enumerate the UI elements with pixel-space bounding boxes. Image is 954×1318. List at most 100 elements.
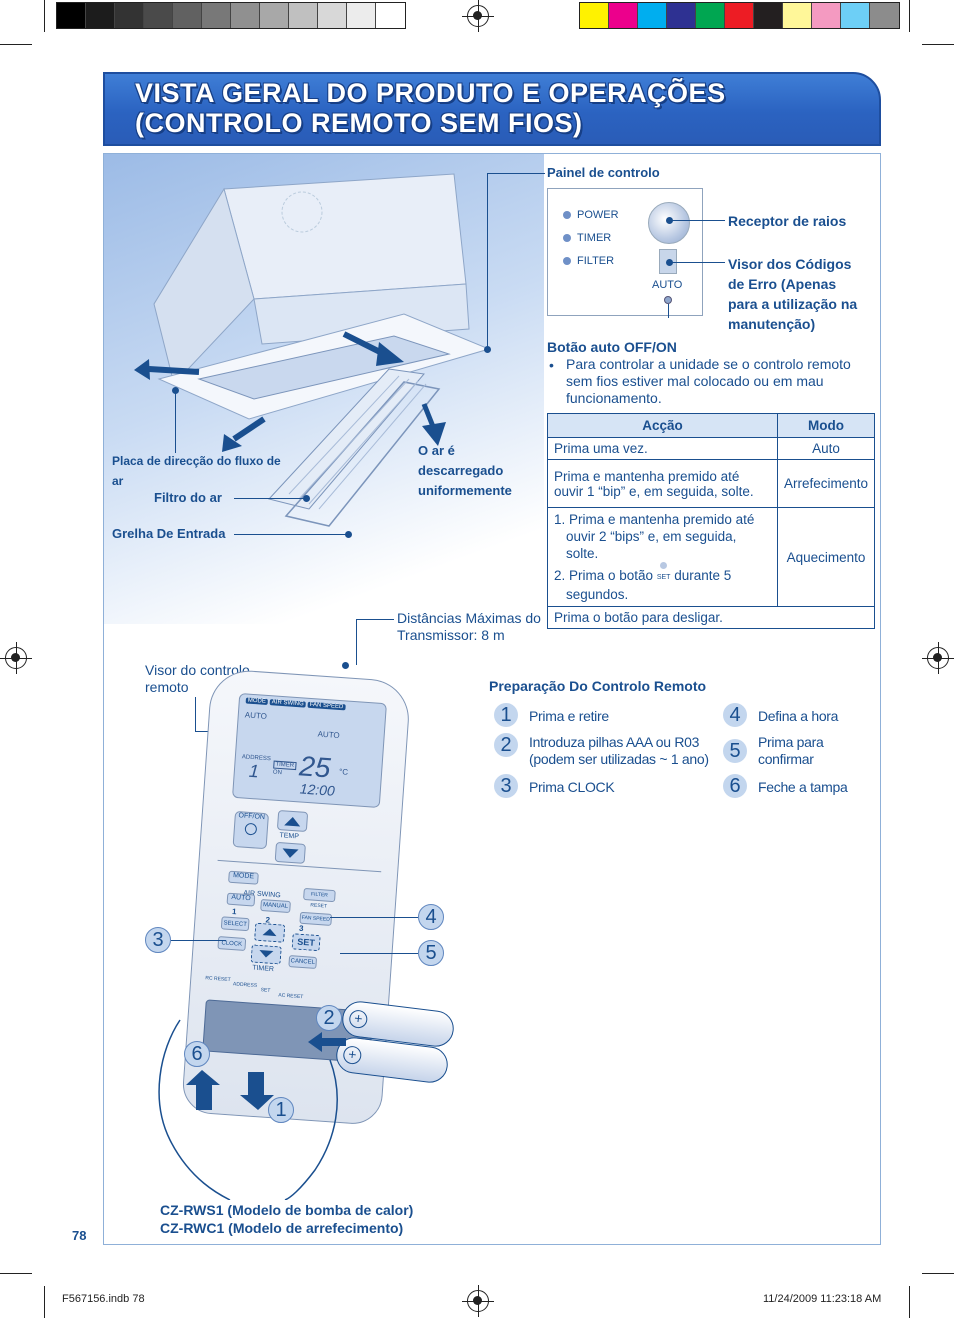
off-on-button[interactable]: OFF/ON: [232, 810, 270, 850]
insert-arrow-icon: [308, 1032, 346, 1052]
hands-illustration: [158, 1019, 346, 1200]
visor-controlo-label: Visor do controlo remoto: [145, 662, 250, 695]
crop-mark: [922, 1273, 954, 1274]
prep-step-text-6: Feche a tampa: [758, 779, 848, 795]
color-swatch: [812, 3, 841, 28]
color-swatch: [57, 3, 86, 28]
clock-button[interactable]: CLOCK: [217, 936, 247, 952]
timer-up-button[interactable]: [254, 922, 286, 943]
prep-step-num-6: 6: [723, 774, 747, 798]
leader-dot: [345, 531, 352, 538]
power-label: POWER: [577, 209, 619, 221]
num-3-label: 3: [298, 923, 304, 934]
leader-line: [487, 173, 488, 349]
timer-down-button[interactable]: [250, 944, 282, 965]
callout-5: 5: [418, 940, 444, 966]
color-swatch: [725, 3, 754, 28]
table-cell: Prima uma vez.: [547, 437, 778, 460]
up-arrow-icon: [186, 1070, 220, 1110]
prep-step-num-4: 4: [723, 703, 747, 727]
temp-down-button[interactable]: [274, 841, 306, 864]
cancel-button[interactable]: CANCEL: [288, 955, 318, 970]
prep-step-num-3: 3: [494, 774, 518, 798]
power-led-icon: [563, 211, 571, 219]
unit-body-top: [223, 173, 467, 300]
unit-fan-cover: [281, 191, 323, 233]
botao-auto-desc: Para controlar a unidade se o controlo r…: [566, 356, 851, 406]
registration-mark: [0, 642, 32, 674]
airflow-arrow-left: [148, 366, 200, 375]
temp-up-button[interactable]: [276, 809, 309, 833]
bullet-dot: •: [549, 357, 554, 373]
color-swatch: [347, 3, 376, 28]
crop-mark: [44, 1286, 45, 1318]
remote-display: MODE AIR SWING FAN SPEED AUTO AUTO ADDRE…: [232, 692, 387, 809]
gray-calibration-bar: [56, 2, 406, 29]
leader-line: [670, 262, 725, 263]
leader-line: [234, 498, 306, 499]
color-swatch: [231, 3, 260, 28]
display-tab: FAN SPEED: [307, 701, 346, 711]
timer-led-icon: [563, 234, 571, 242]
mode-button[interactable]: MODE: [228, 870, 259, 885]
table-row: Prima uma vez. Auto: [547, 437, 876, 460]
filter-label: FILTER: [577, 255, 615, 267]
prep-step-num-2: 2: [494, 733, 518, 757]
leader-line: [356, 619, 357, 665]
indoor-unit-illustration: [134, 173, 491, 527]
table-cell: Arrefecimento: [776, 459, 876, 508]
distancias-label: Distâncias Máximas do Transmissor: 8 m: [397, 610, 541, 643]
visor-codigos-label: Visor dos Códigos de Erro (Apenas para a…: [728, 256, 858, 332]
leader-dot: [484, 346, 491, 353]
registration-mark: [462, 1285, 494, 1317]
table-row: Prima e mantenha premido até ouvir 1 “bi…: [547, 459, 876, 508]
display-address-value: 1: [248, 760, 260, 782]
manual-swing-button[interactable]: MANUAL: [260, 898, 291, 914]
temp-label: TEMP: [279, 832, 300, 841]
set-small-label[interactable]: SET: [260, 987, 271, 994]
down-arrow-icon: [240, 1072, 274, 1110]
crop-mark: [922, 44, 954, 45]
title-banner: VISTA GERAL DO PRODUTO E OPERAÇÕES (CONT…: [103, 72, 881, 146]
crop-mark: [0, 44, 32, 45]
crop-mark: [0, 1273, 32, 1274]
airflow-arrow-front: [232, 416, 266, 442]
leader-line: [668, 304, 669, 318]
display-clock: 12:00: [299, 780, 336, 799]
auto-button[interactable]: [664, 296, 672, 304]
col-header-modo: Modo: [776, 413, 876, 438]
power-icon: [244, 822, 258, 836]
callout-4: 4: [418, 904, 444, 930]
display-tab: AIR SWING: [269, 699, 306, 708]
display-auto: AUTO: [244, 710, 268, 721]
color-swatch: [289, 3, 318, 28]
table-header-row: Acção Modo: [547, 413, 876, 438]
color-swatch: [609, 3, 638, 28]
step-text-a: 2. Prima o botão: [554, 568, 654, 583]
color-swatch: [783, 3, 812, 28]
registration-mark: [462, 0, 494, 32]
leader-dot: [666, 259, 673, 266]
up-arrow-icon: [284, 816, 301, 827]
power-indicator: POWER: [563, 209, 619, 221]
fan-speed-button[interactable]: FAN SPEED: [299, 911, 333, 926]
leader-line: [195, 697, 196, 732]
filter-reset-button[interactable]: FILTER RESET: [303, 887, 336, 910]
leader-line: [668, 317, 669, 318]
leader-line: [340, 953, 418, 954]
auto-swing-button[interactable]: AUTO: [226, 892, 256, 907]
select-button[interactable]: SELECT: [220, 916, 250, 932]
leader-dot: [172, 387, 179, 394]
leader-dot: [342, 662, 349, 669]
placa-direccao-label: Placa de direcção do fluxo de ar: [112, 454, 281, 488]
col-header-accao: Acção: [547, 413, 778, 438]
leader-line: [487, 173, 545, 174]
timer-label: TIMER: [251, 964, 275, 974]
color-swatch: [638, 3, 667, 28]
set-button[interactable]: SET: [291, 933, 321, 952]
prep-step-text-4: Defina a hora: [758, 708, 839, 724]
step-text: 2. Prima o botão SET durante 5 segundos.: [554, 562, 771, 603]
operations-table: Acção Modo Prima uma vez. Auto Prima e m…: [547, 413, 876, 629]
timer-label: TIMER: [577, 232, 612, 244]
table-row: 1. Prima e mantenha premido até ouvir 2 …: [547, 507, 876, 607]
